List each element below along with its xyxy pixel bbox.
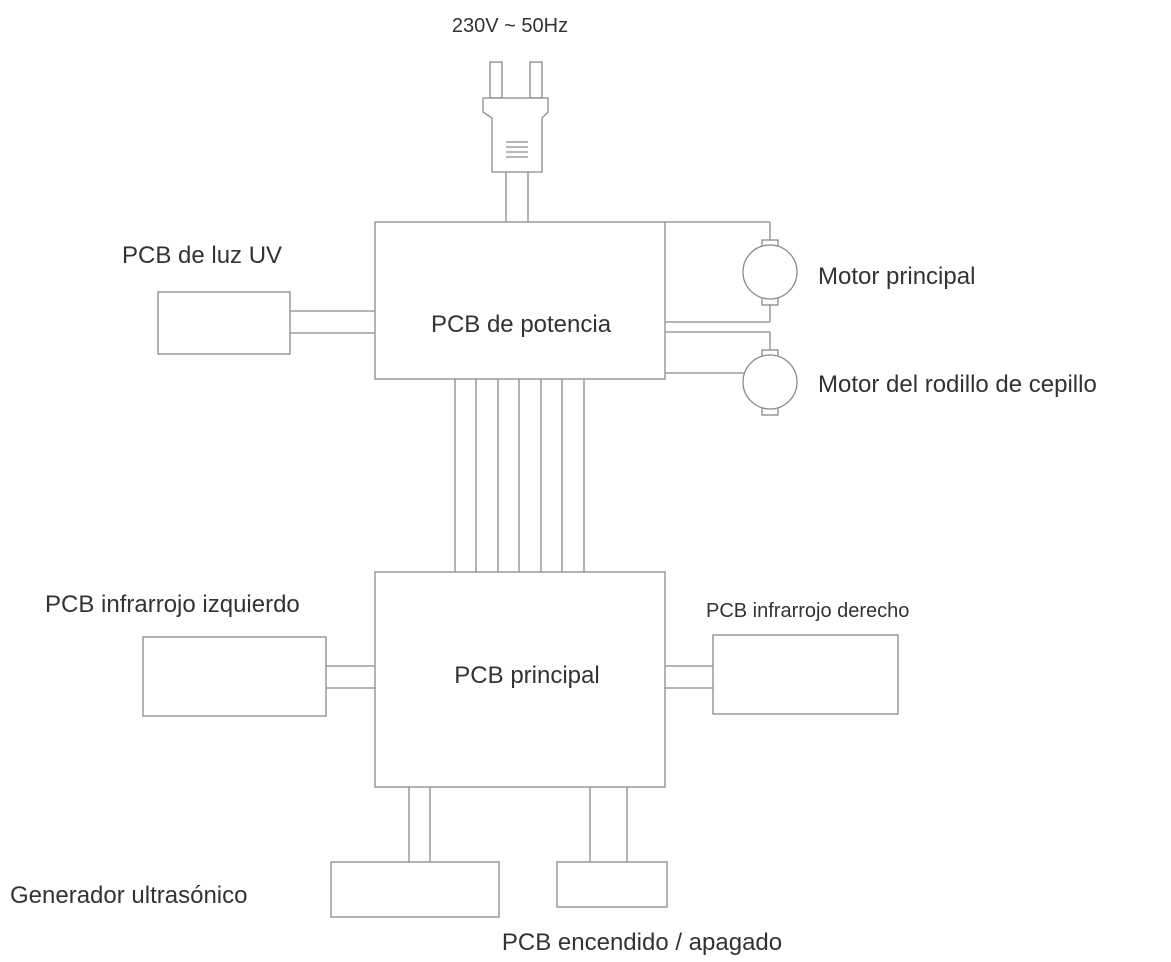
power-source-label: 230V ~ 50Hz <box>452 15 568 37</box>
onoff-pcb-label: PCB encendido / apagado <box>502 929 782 956</box>
main-pcb-label: PCB principal <box>454 662 599 689</box>
right-ir-pcb-block: PCB infrarrojo derecho <box>665 600 909 715</box>
power-pcb-label: PCB de potencia <box>431 311 612 338</box>
plug-icon <box>482 61 549 222</box>
brush-motor-icon <box>742 349 798 416</box>
left-ir-pcb-block: PCB infrarrojo izquierdo <box>45 591 375 717</box>
ultrasonic-generator-label: Generador ultrasónico <box>10 882 247 909</box>
uv-pcb-label: PCB de luz UV <box>122 242 282 269</box>
onoff-pcb-block: PCB encendido / apagado <box>502 787 782 956</box>
left-ir-pcb-label: PCB infrarrojo izquierdo <box>45 591 300 618</box>
ultrasonic-generator-block: Generador ultrasónico <box>10 787 500 918</box>
right-ir-pcb-label: PCB infrarrojo derecho <box>706 600 909 622</box>
brush-motor-label: Motor del rodillo de cepillo <box>818 371 1097 398</box>
main-motor-icon <box>742 239 798 306</box>
main-motor-label: Motor principal <box>818 263 975 290</box>
main-pcb-block: PCB principal <box>374 571 666 788</box>
bus-wires <box>454 379 585 572</box>
power-pcb-block: PCB de potencia <box>374 221 666 380</box>
uv-pcb-block: PCB de luz UV <box>122 242 375 355</box>
